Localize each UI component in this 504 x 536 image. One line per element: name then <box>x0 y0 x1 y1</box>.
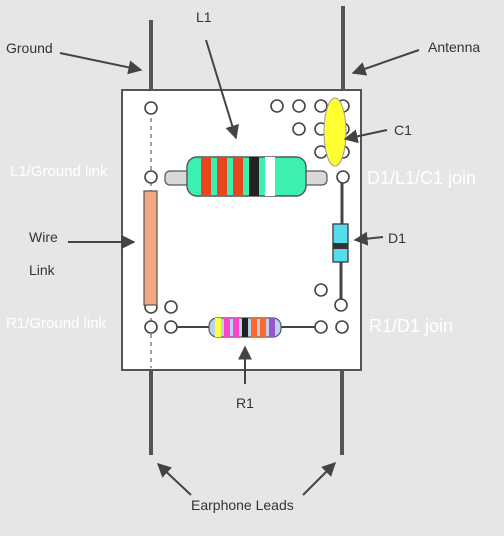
label-d1: D1 <box>388 230 406 246</box>
label-link: Link <box>29 262 56 278</box>
resistor-r1 <box>177 317 315 338</box>
color-band <box>242 318 248 337</box>
label-earphone-leads: Earphone Leads <box>191 497 294 513</box>
color-band <box>233 318 239 337</box>
arrow-c1 <box>343 129 388 144</box>
label-l1-ground-link: L1/Ground link <box>10 163 108 180</box>
diode-d1 <box>332 183 349 300</box>
label-l1: L1 <box>196 9 212 25</box>
inductor-l1 <box>164 156 328 197</box>
pad <box>314 320 328 334</box>
pad <box>334 298 348 312</box>
pad <box>144 170 158 184</box>
arrow-l1 <box>205 39 240 140</box>
color-band <box>201 157 211 196</box>
color-band <box>269 318 275 337</box>
color-band <box>260 318 266 337</box>
color-band <box>215 318 221 337</box>
label-antenna: Antenna <box>428 39 480 55</box>
pad <box>292 99 306 113</box>
arrow-d1 <box>353 231 384 246</box>
pad <box>144 320 158 334</box>
arrow-antenna <box>351 49 420 76</box>
label-r1-d1-join: R1/D1 join <box>369 316 453 336</box>
label-wire: Wire <box>29 229 58 245</box>
pad <box>292 122 306 136</box>
label-c1: C1 <box>394 122 412 138</box>
label-d1-l1-c1-join: D1/L1/C1 join <box>367 168 476 188</box>
wire-link <box>143 190 158 306</box>
color-band <box>249 157 259 196</box>
label-ground: Ground <box>6 40 53 56</box>
label-r1-ground-link: R1/Ground link <box>6 315 107 332</box>
color-band <box>217 157 227 196</box>
arrow-ground <box>59 52 143 75</box>
pad <box>144 101 158 115</box>
pad <box>270 99 284 113</box>
color-band <box>265 157 275 196</box>
color-band <box>224 318 230 337</box>
color-band <box>251 318 257 337</box>
label-r1: R1 <box>236 395 254 411</box>
pad <box>314 283 328 297</box>
pad <box>164 300 178 314</box>
pad <box>336 170 350 184</box>
arrow-earphone-left <box>156 463 192 496</box>
pad <box>335 320 349 334</box>
capacitor-c1 <box>323 97 347 167</box>
pad <box>164 320 178 334</box>
arrow-earphone-right <box>302 462 336 496</box>
pad <box>314 99 328 113</box>
color-band <box>233 157 243 196</box>
